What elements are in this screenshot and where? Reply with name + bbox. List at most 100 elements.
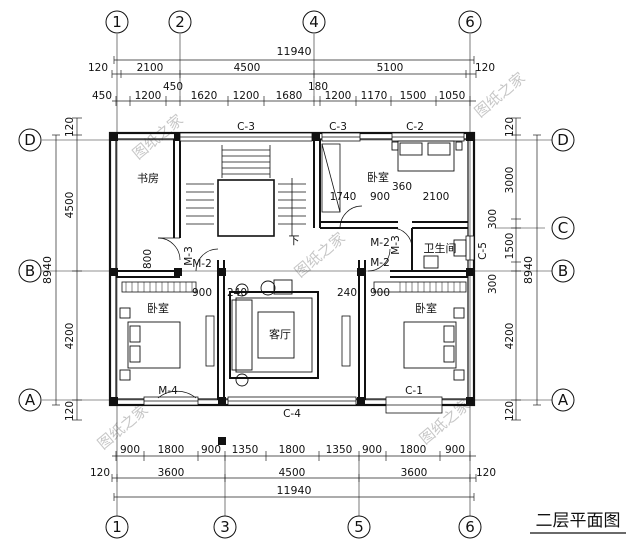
- dim: 3000: [504, 167, 516, 194]
- stair: [186, 145, 306, 237]
- dim: 900: [192, 287, 212, 299]
- axis-label: 4: [309, 13, 319, 31]
- window-label: C-2: [406, 121, 424, 133]
- wardrobe: [321, 143, 341, 213]
- dim: 1500: [400, 90, 427, 102]
- dim: 2100: [423, 191, 450, 203]
- dim: 1620: [191, 90, 218, 102]
- room-bedroom-ne-label: 卧室: [367, 170, 389, 184]
- dim: 900: [370, 287, 390, 299]
- bottom-total-dim: 11940: [277, 484, 312, 497]
- wardrobe-hatch: [125, 282, 461, 292]
- door-label: M-4: [158, 385, 178, 397]
- axis-label: D: [24, 131, 36, 149]
- left-dimension-text: 8940 120 4500 4200 120: [41, 117, 76, 421]
- axis-label: 6: [465, 518, 475, 536]
- dim: 3600: [401, 467, 428, 479]
- axis-bubbles: [18, 10, 575, 539]
- room-labels: 书房 卧室 卧室 卧室 卫生间: [137, 170, 457, 315]
- axis-label: D: [557, 131, 569, 149]
- axis-labels: 1 2 4 6 1 3 5 6 D B A D C B A: [24, 13, 569, 536]
- bed-se: [403, 307, 465, 381]
- dim: 900: [445, 444, 465, 456]
- dim: 4500: [234, 62, 261, 74]
- axis-label: 5: [354, 518, 364, 536]
- dim: 120: [504, 401, 516, 421]
- bottom-dimension-text: 900 1800 900 1350 1800 1350 900 1800 900…: [90, 444, 496, 497]
- bathroom-fixtures: [423, 239, 467, 269]
- right-dimensions: [511, 117, 541, 421]
- window-label: C-3: [329, 121, 347, 133]
- room-study-label: 书房: [137, 172, 159, 185]
- dim: 4200: [504, 323, 516, 350]
- watermark: 图纸之家: [471, 69, 529, 121]
- dim: 300: [487, 274, 499, 294]
- room-living-label: 客厅: [269, 327, 291, 341]
- dim: 120: [475, 62, 495, 74]
- axis-label: B: [558, 262, 568, 280]
- door-label: M-3: [183, 246, 195, 266]
- dim: 1350: [326, 444, 353, 456]
- drawing-title: 二层平面图: [536, 511, 621, 531]
- dim: 3600: [158, 467, 185, 479]
- interior-walls: [116, 139, 468, 400]
- wardrobes: [121, 281, 467, 367]
- dim: 120: [64, 117, 76, 137]
- dim: 1200: [233, 90, 260, 102]
- axis-label: C: [558, 219, 568, 237]
- dim: 180: [308, 81, 328, 93]
- dim: 120: [88, 62, 108, 74]
- dim: 4500: [279, 467, 306, 479]
- dim: 1200: [325, 90, 352, 102]
- dim: 360: [392, 181, 412, 193]
- axis-label: A: [558, 391, 569, 409]
- dim: 1350: [232, 444, 259, 456]
- bed-sw: [119, 307, 181, 381]
- dim: 120: [64, 401, 76, 421]
- door-label: M-2: [370, 257, 390, 269]
- right-dimension-text: 120 3000 300 1500 300 4200 120 8940: [487, 117, 535, 421]
- window-label: C-4: [283, 408, 301, 420]
- dim: 450: [163, 81, 183, 93]
- dim: 1800: [279, 444, 306, 456]
- window-label: C-5: [477, 242, 489, 260]
- top-dimensions: [111, 56, 477, 106]
- door-label: M-3: [390, 235, 402, 255]
- dim: 800: [142, 249, 154, 269]
- stair-down-label: 下: [289, 234, 300, 247]
- room-bedroom-se-label: 卧室: [415, 301, 437, 315]
- top-dimension-text: 11940 120 2100 4500 5100 120 450 1200 45…: [88, 45, 495, 102]
- dim: 1500: [504, 233, 516, 260]
- inner-dimension-text: 1740 900 360 2100 800 900 240 240 900: [142, 181, 449, 299]
- axis-label: 1: [112, 518, 122, 536]
- axis-label: 3: [220, 518, 230, 536]
- window-label: C-1: [405, 385, 423, 397]
- dim: 450: [92, 90, 112, 102]
- dim: 1800: [400, 444, 427, 456]
- dim: 120: [504, 117, 516, 137]
- room-bedroom-sw-label: 卧室: [147, 301, 169, 315]
- left-dimensions: [52, 117, 82, 421]
- door-label: M-2: [370, 237, 390, 249]
- room-bath-label: 卫生间: [424, 241, 457, 255]
- axis-label: 2: [175, 13, 185, 31]
- dim: 4200: [64, 323, 76, 350]
- watermark: 图纸之家: [291, 229, 349, 281]
- dim: 900: [370, 191, 390, 203]
- dim: 1740: [330, 191, 357, 203]
- dim: 300: [487, 209, 499, 229]
- left-total-dim: 8940: [41, 256, 54, 284]
- right-total-dim: 8940: [522, 256, 535, 284]
- axis-label: B: [25, 262, 35, 280]
- dim: 4500: [64, 192, 76, 219]
- dim: 1170: [361, 90, 388, 102]
- bottom-dimensions: [111, 451, 477, 501]
- dim: 120: [476, 467, 496, 479]
- window-label: C-3: [237, 121, 255, 133]
- windows: [143, 132, 475, 414]
- axis-label: A: [25, 391, 36, 409]
- dim: 240: [337, 287, 357, 299]
- dim: 240: [227, 287, 247, 299]
- dim: 5100: [377, 62, 404, 74]
